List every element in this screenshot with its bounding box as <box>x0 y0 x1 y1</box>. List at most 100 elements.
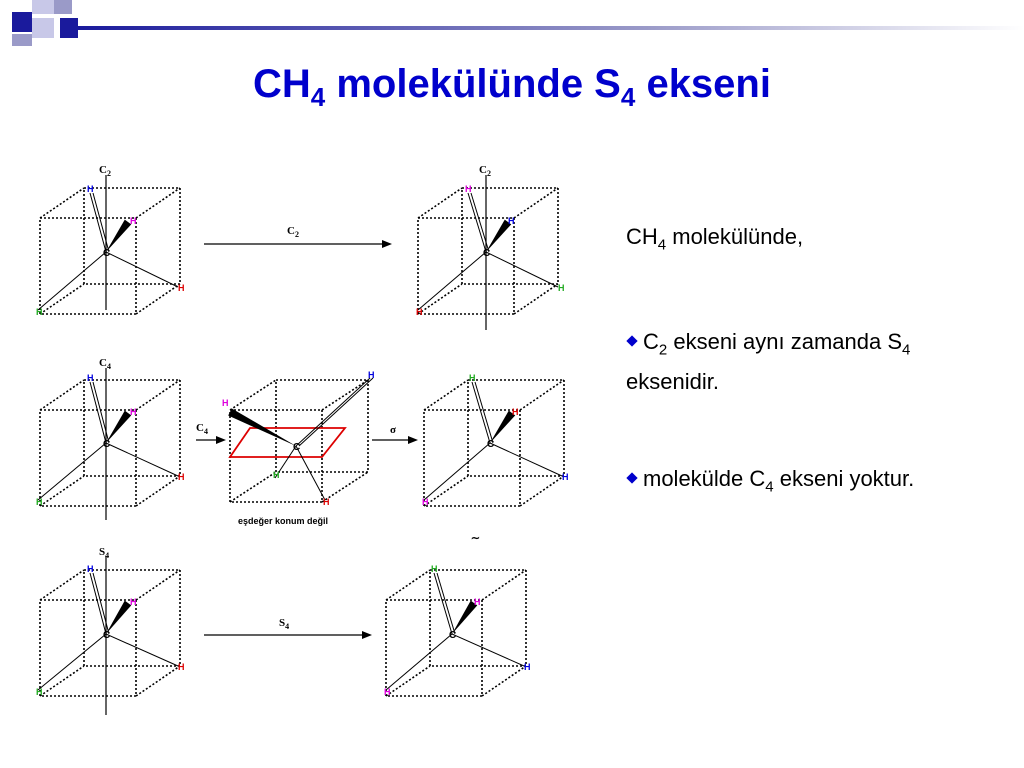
bullet-2: molekülde C4 ekseni yoktur. <box>626 463 966 503</box>
carbon-atom: C <box>487 439 494 450</box>
bond-line <box>92 381 110 444</box>
cube-edge <box>321 379 369 411</box>
hydrogen-atom: H <box>524 662 531 672</box>
bond-line <box>471 381 491 444</box>
bond-wedge <box>106 219 132 252</box>
header-bar <box>78 26 1024 30</box>
cube-edge <box>385 569 431 601</box>
carbon-atom: C <box>293 442 300 453</box>
cube-edge <box>135 187 181 219</box>
arrow-c2-head <box>382 240 392 248</box>
carbon-atom: C <box>483 248 490 259</box>
carbon-atom: C <box>103 630 110 641</box>
axis-label: C2 <box>99 164 111 178</box>
cube-edge <box>135 569 181 601</box>
bond-wedge <box>490 410 516 443</box>
bond-line <box>105 633 179 667</box>
cube-edge <box>39 187 85 219</box>
hydrogen-atom: H <box>178 662 185 672</box>
mirror-plane <box>228 427 347 458</box>
corner-square <box>12 12 32 32</box>
bond-line <box>474 381 494 444</box>
arrow-label: S4 <box>279 617 289 631</box>
corner-square <box>60 18 78 38</box>
bond-wedge <box>486 219 512 252</box>
hydrogen-atom: H <box>178 472 185 482</box>
arrow-label: σ <box>390 424 396 436</box>
cube-edge <box>385 665 431 697</box>
page-title: CH4 molekülünde S4 ekseni <box>253 62 771 112</box>
cube-edge <box>135 475 181 507</box>
bond-line <box>105 442 179 477</box>
axis-label: C4 <box>99 357 111 371</box>
bond-line <box>470 192 490 253</box>
arrow-label: C4 <box>196 422 208 436</box>
equivalence-sign: ≀ <box>469 536 481 540</box>
axis-label: S4 <box>99 546 109 560</box>
bond-line <box>489 442 563 477</box>
bond-line <box>385 633 453 691</box>
hydrogen-atom: H <box>558 283 565 293</box>
cube-edge <box>423 379 469 411</box>
hydrogen-atom: H <box>384 687 391 697</box>
carbon-atom: C <box>103 439 110 450</box>
cube-edge <box>417 187 463 219</box>
hydrogen-atom: H <box>465 184 472 194</box>
bond-line <box>436 572 456 635</box>
cube-edge <box>39 283 85 315</box>
carbon-atom: C <box>103 248 110 259</box>
cube-edge <box>423 475 469 507</box>
hydrogen-atom: H <box>130 407 137 417</box>
cube-edge <box>39 569 85 601</box>
row2-left-molecule: C4H H H H C <box>36 357 185 520</box>
hydrogen-atom: H <box>323 497 330 507</box>
diamond-bullet-icon <box>626 472 638 484</box>
hydrogen-atom: H <box>36 687 43 697</box>
cube-edge <box>321 471 369 503</box>
diamond-bullet-icon <box>626 335 638 347</box>
hydrogen-atom: H <box>416 307 423 317</box>
corner-square <box>32 0 54 14</box>
hydrogen-atom: H <box>273 470 280 480</box>
bond-line <box>433 572 453 635</box>
bond-line <box>37 633 107 691</box>
cube-edge <box>39 665 85 697</box>
hydrogen-atom: H <box>512 407 519 417</box>
hydrogen-atom: H <box>431 564 438 574</box>
cube-edge <box>481 665 527 697</box>
arrow-label: C2 <box>287 225 299 239</box>
bond-line <box>92 572 110 635</box>
header-decoration <box>0 0 1024 46</box>
bond-line <box>423 442 491 501</box>
cube-edge <box>229 471 277 503</box>
hydrogen-atom: H <box>87 373 94 383</box>
bond-wedge <box>228 408 296 446</box>
bond-line <box>92 192 110 253</box>
bond-line <box>451 633 525 667</box>
hydrogen-atom: H <box>422 497 429 507</box>
cube-edge <box>513 187 559 219</box>
arrow-sigma-head <box>408 436 418 444</box>
hydrogen-atom: H <box>87 564 94 574</box>
hydrogen-atom: H <box>87 184 94 194</box>
bond-line <box>485 251 559 288</box>
bond-line <box>37 442 107 501</box>
cube-edge <box>135 283 181 315</box>
cube-edge <box>229 379 277 411</box>
cube-edge <box>135 665 181 697</box>
hydrogen-atom: H <box>36 497 43 507</box>
corner-square <box>12 34 32 46</box>
bond-line <box>37 251 107 311</box>
hydrogen-atom: H <box>469 373 476 383</box>
axis-label: C2 <box>479 164 491 178</box>
hydrogen-atom: H <box>508 216 515 226</box>
bond-wedge <box>106 600 132 634</box>
carbon-atom: C <box>449 630 456 641</box>
bond-line <box>467 192 487 253</box>
bond-line <box>89 381 107 444</box>
